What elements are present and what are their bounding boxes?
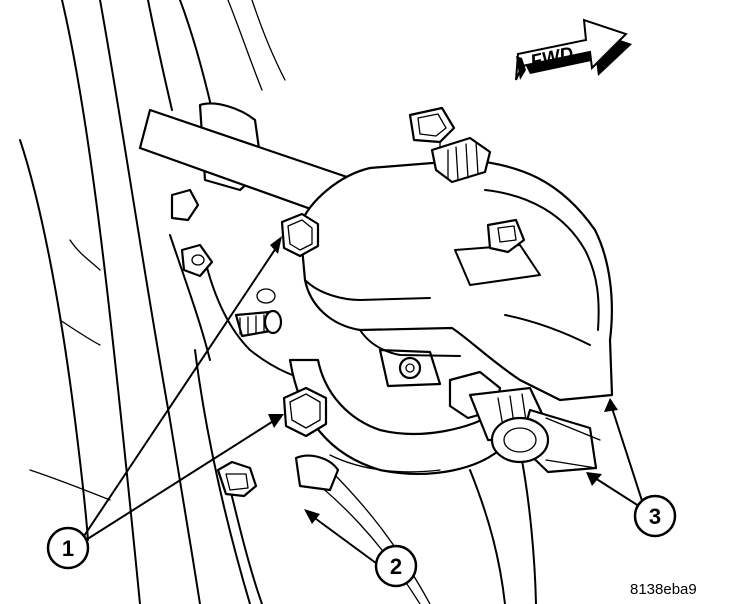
arrowheads — [268, 236, 618, 524]
callout-3-label: 3 — [649, 504, 661, 529]
fwd-arrow-icon — [515, 18, 628, 81]
guide-pin-bolt-lower — [282, 386, 328, 438]
callout-3: 3 — [633, 494, 677, 538]
arrowhead — [586, 472, 602, 486]
figure-code: 8138eba9 — [630, 581, 697, 598]
callout-1-label: 1 — [62, 536, 74, 561]
callout-1: 1 — [46, 526, 90, 570]
arrowhead — [268, 414, 284, 428]
arrowhead — [304, 509, 320, 524]
arrowhead — [604, 398, 618, 412]
fwd-label: FWD — [529, 43, 576, 73]
forward-direction-badge: FWD — [515, 18, 632, 81]
guide-pin-bolt-upper — [280, 212, 320, 258]
disc-brake-caliper — [298, 106, 614, 474]
callout-2-label: 2 — [390, 554, 402, 579]
callout-2: 2 — [374, 544, 418, 588]
steering-knuckle-outline — [19, 0, 286, 604]
leader-arrows — [77, 244, 646, 567]
arrowhead — [270, 236, 282, 254]
